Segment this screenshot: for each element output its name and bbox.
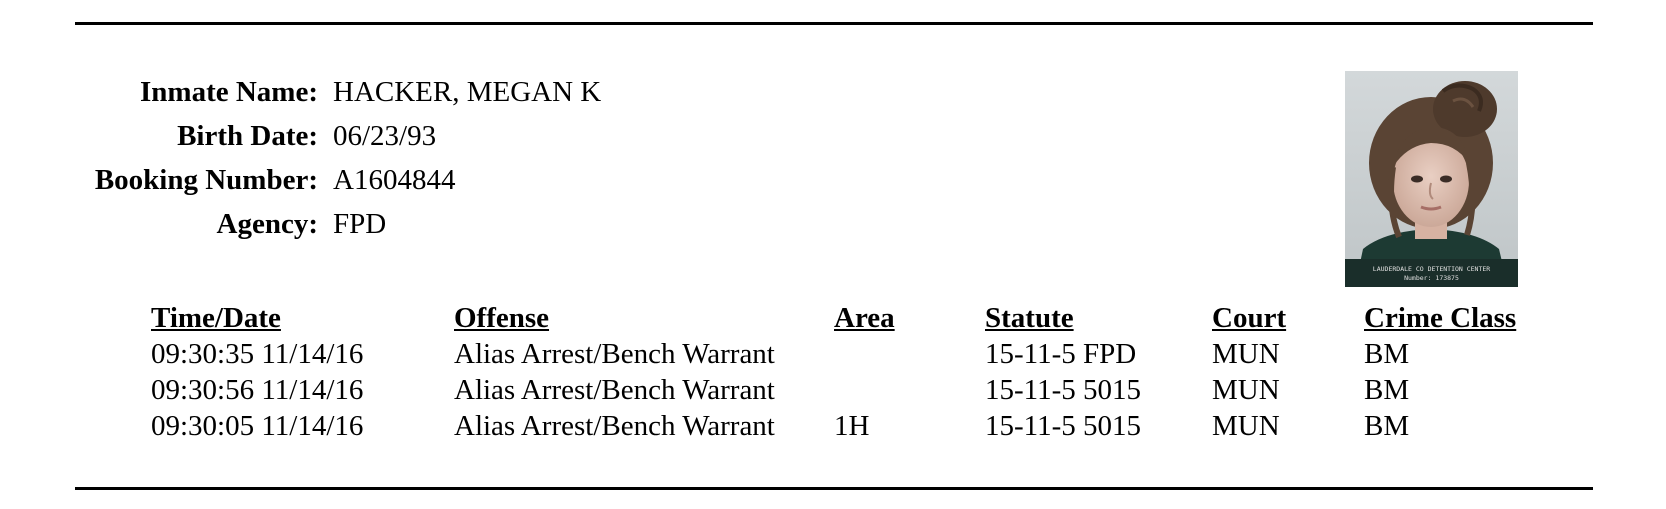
col-header-time-date: Time/Date: [151, 302, 281, 334]
row3-offense: Alias Arrest/Bench Warrant: [454, 410, 775, 442]
col-header-court: Court: [1212, 302, 1287, 334]
col-header-statute: Statute: [985, 302, 1074, 334]
birth-date-value: 06/23/93: [333, 120, 437, 152]
row1-offense: Alias Arrest/Bench Warrant: [454, 338, 775, 370]
row1-statute: 15-11-5 FPD: [985, 338, 1137, 370]
col-header-area: Area: [834, 302, 895, 334]
bottom-divider: [75, 487, 1593, 490]
row1-crime-class: BM: [1364, 338, 1410, 370]
photo-caption-line1: LAUDERDALE CO DETENTION CENTER: [1373, 265, 1490, 273]
row2-court: MUN: [1212, 374, 1280, 406]
agency-label: Agency:: [216, 208, 318, 240]
row3-time-date: 09:30:05 11/14/16: [151, 410, 364, 442]
row2-statute: 15-11-5 5015: [985, 374, 1141, 406]
row3-area: 1H: [834, 410, 870, 442]
inmate-name-label: Inmate Name:: [140, 76, 318, 108]
agency-value: FPD: [333, 208, 387, 240]
row3-crime-class: BM: [1364, 410, 1410, 442]
inmate-name-value: HACKER, MEGAN K: [333, 76, 602, 108]
mugshot-image: LAUDERDALE CO DETENTION CENTER Number: 1…: [1345, 71, 1518, 287]
col-header-offense: Offense: [454, 302, 550, 334]
row1-time-date: 09:30:35 11/14/16: [151, 338, 364, 370]
row1-court: MUN: [1212, 338, 1280, 370]
row2-crime-class: BM: [1364, 374, 1410, 406]
row2-time-date: 09:30:56 11/14/16: [151, 374, 364, 406]
row2-offense: Alias Arrest/Bench Warrant: [454, 374, 775, 406]
top-divider: [75, 22, 1593, 25]
col-header-crime-class: Crime Class: [1364, 302, 1517, 334]
mugshot-photo: LAUDERDALE CO DETENTION CENTER Number: 1…: [1345, 71, 1518, 287]
booking-number-value: A1604844: [333, 164, 456, 196]
photo-caption-line2: Number: 173875: [1404, 274, 1459, 282]
row3-court: MUN: [1212, 410, 1280, 442]
row3-statute: 15-11-5 5015: [985, 410, 1141, 442]
birth-date-label: Birth Date:: [177, 120, 318, 152]
booking-number-label: Booking Number:: [94, 164, 318, 196]
